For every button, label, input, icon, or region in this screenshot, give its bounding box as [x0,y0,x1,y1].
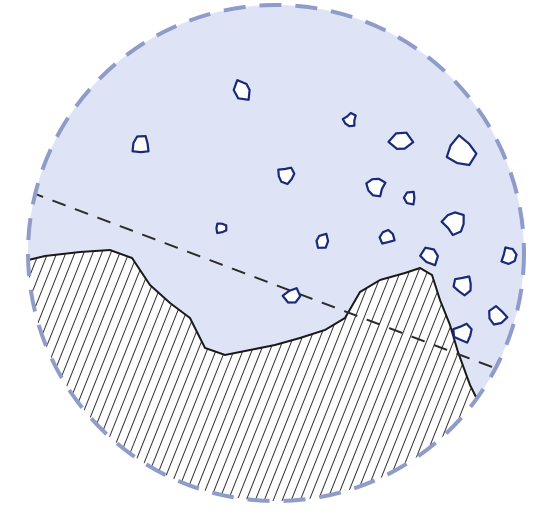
particle [404,192,415,205]
hatch-stroke [0,240,26,516]
hatch-stroke [537,240,541,516]
particle [502,248,517,264]
hatch-stroke [0,240,8,516]
hatch-stroke [528,240,541,516]
particle [317,234,329,248]
particle [133,136,149,152]
hatch-stroke [0,240,17,516]
particle [216,224,226,233]
